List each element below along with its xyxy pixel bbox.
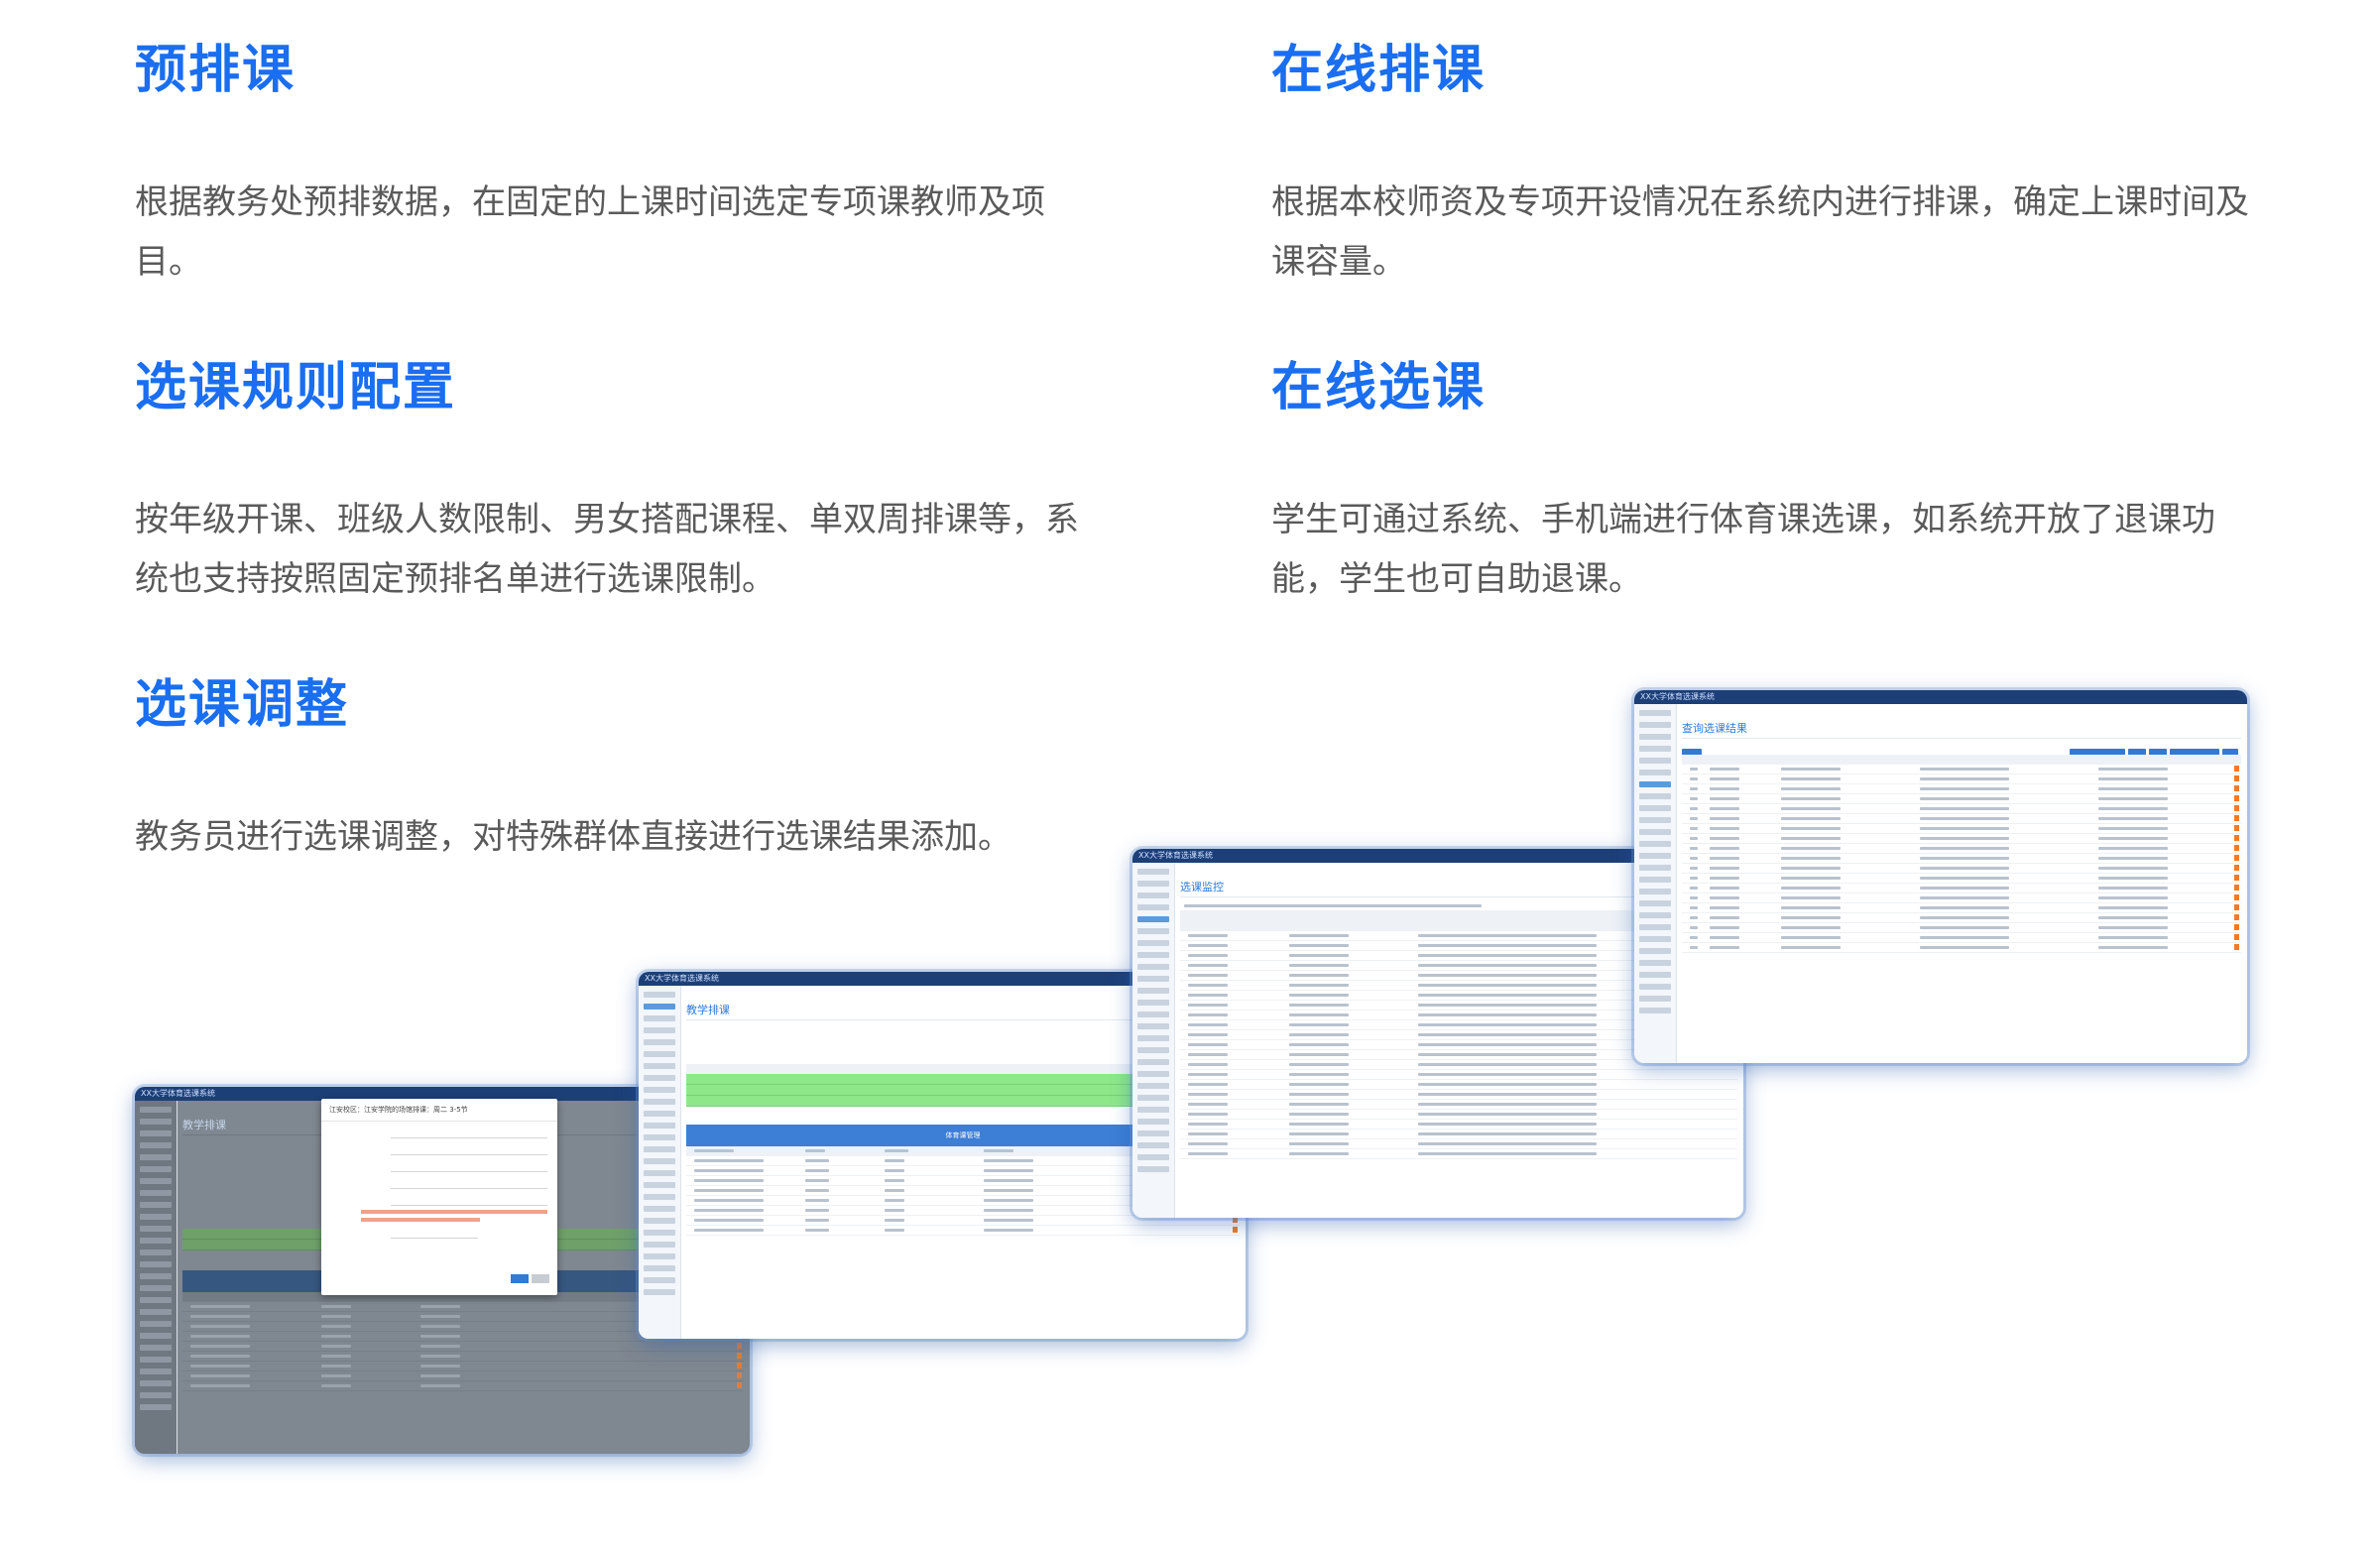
feature-description: 按年级开课、班级人数限制、男女搭配课程、单双周排课等，系统也支持按照固定预排名单… — [135, 500, 1079, 599]
modal-title: 江安校区：江安学院的场馆排课：周二 3-5节 — [321, 1099, 557, 1122]
app-title-bar: XX大学体育选课系统 — [639, 972, 1246, 986]
breadcrumb — [1682, 710, 2241, 720]
search-button[interactable] — [1682, 749, 1702, 758]
feature-pre-scheduling: 预排课 根据教务处预排数据，在固定的上课时间选定专项课教师及项目。 — [135, 36, 1087, 292]
feature-description: 学生可通过系统、手机端进行体育课选课，如系统开放了退课功能，学生也可自助退课。 — [1271, 500, 2215, 599]
toolbar-button[interactable] — [2070, 749, 2125, 758]
toolbar-button[interactable] — [2128, 749, 2146, 758]
main-content: 教学排课 体育课管理 — [686, 992, 1240, 1339]
feature-description: 教务员进行选课调整，对特殊群体直接进行选课结果添加。 — [135, 817, 1012, 857]
sidebar — [135, 1101, 178, 1454]
feature-description: 根据本校师资及专项开设情况在系统内进行排课，确定上课时间及课容量。 — [1271, 182, 2249, 282]
page-title: 查询选课结果 — [1682, 720, 2241, 739]
cancel-button[interactable] — [532, 1274, 549, 1283]
app-title-bar: XX大学体育选课系统 — [1132, 849, 1743, 863]
feature-title: 选课规则配置 — [135, 358, 457, 417]
feature-description: 根据教务处预排数据，在固定的上课时间选定专项课教师及项目。 — [135, 182, 1045, 282]
feature-rule-config: 选课规则配置 按年级开课、班级人数限制、男女搭配课程、单双周排课等，系统也支持按… — [135, 353, 1107, 609]
schedule-modal: 江安校区：江安学院的场馆排课：周二 3-5节 — [321, 1099, 557, 1295]
feature-title: 在线选课 — [1271, 358, 1487, 417]
feature-title: 选课调整 — [135, 675, 350, 735]
feature-title: 预排课 — [135, 41, 297, 100]
sidebar — [639, 986, 681, 1339]
feature-selection-adjustment: 选课调整 教务员进行选课调整，对特殊群体直接进行选课结果添加。 — [135, 670, 1127, 867]
table-caption: 体育课管理 — [686, 1125, 1240, 1146]
sidebar — [1132, 863, 1175, 1218]
toolbar-button[interactable] — [2170, 749, 2219, 758]
feature-title: 在线排课 — [1271, 41, 1487, 100]
app-title-bar: XX大学体育选课系统 — [135, 1087, 750, 1101]
sidebar — [1634, 704, 1677, 1063]
toolbar-button[interactable] — [2222, 749, 2238, 758]
screenshot-selection-results: XX大学体育选课系统 查询选课结果 — [1634, 690, 2247, 1063]
toolbar-button[interactable] — [2149, 749, 2167, 758]
feature-online-selection: 在线选课 学生可通过系统、手机端进行体育课选课，如系统开放了退课功能，学生也可自… — [1271, 353, 2253, 609]
app-title-bar: XX大学体育选课系统 — [1634, 690, 2247, 704]
main-content: 选课监控 — [1180, 869, 1737, 1218]
page-title: 选课监控 — [1180, 879, 1737, 897]
confirm-button[interactable] — [511, 1274, 529, 1283]
page-title: 教学排课 — [686, 1002, 1240, 1020]
feature-online-scheduling: 在线排课 根据本校师资及专项开设情况在系统内进行排课，确定上课时间及课容量。 — [1271, 36, 2253, 292]
main-content: 查询选课结果 — [1682, 710, 2241, 1063]
